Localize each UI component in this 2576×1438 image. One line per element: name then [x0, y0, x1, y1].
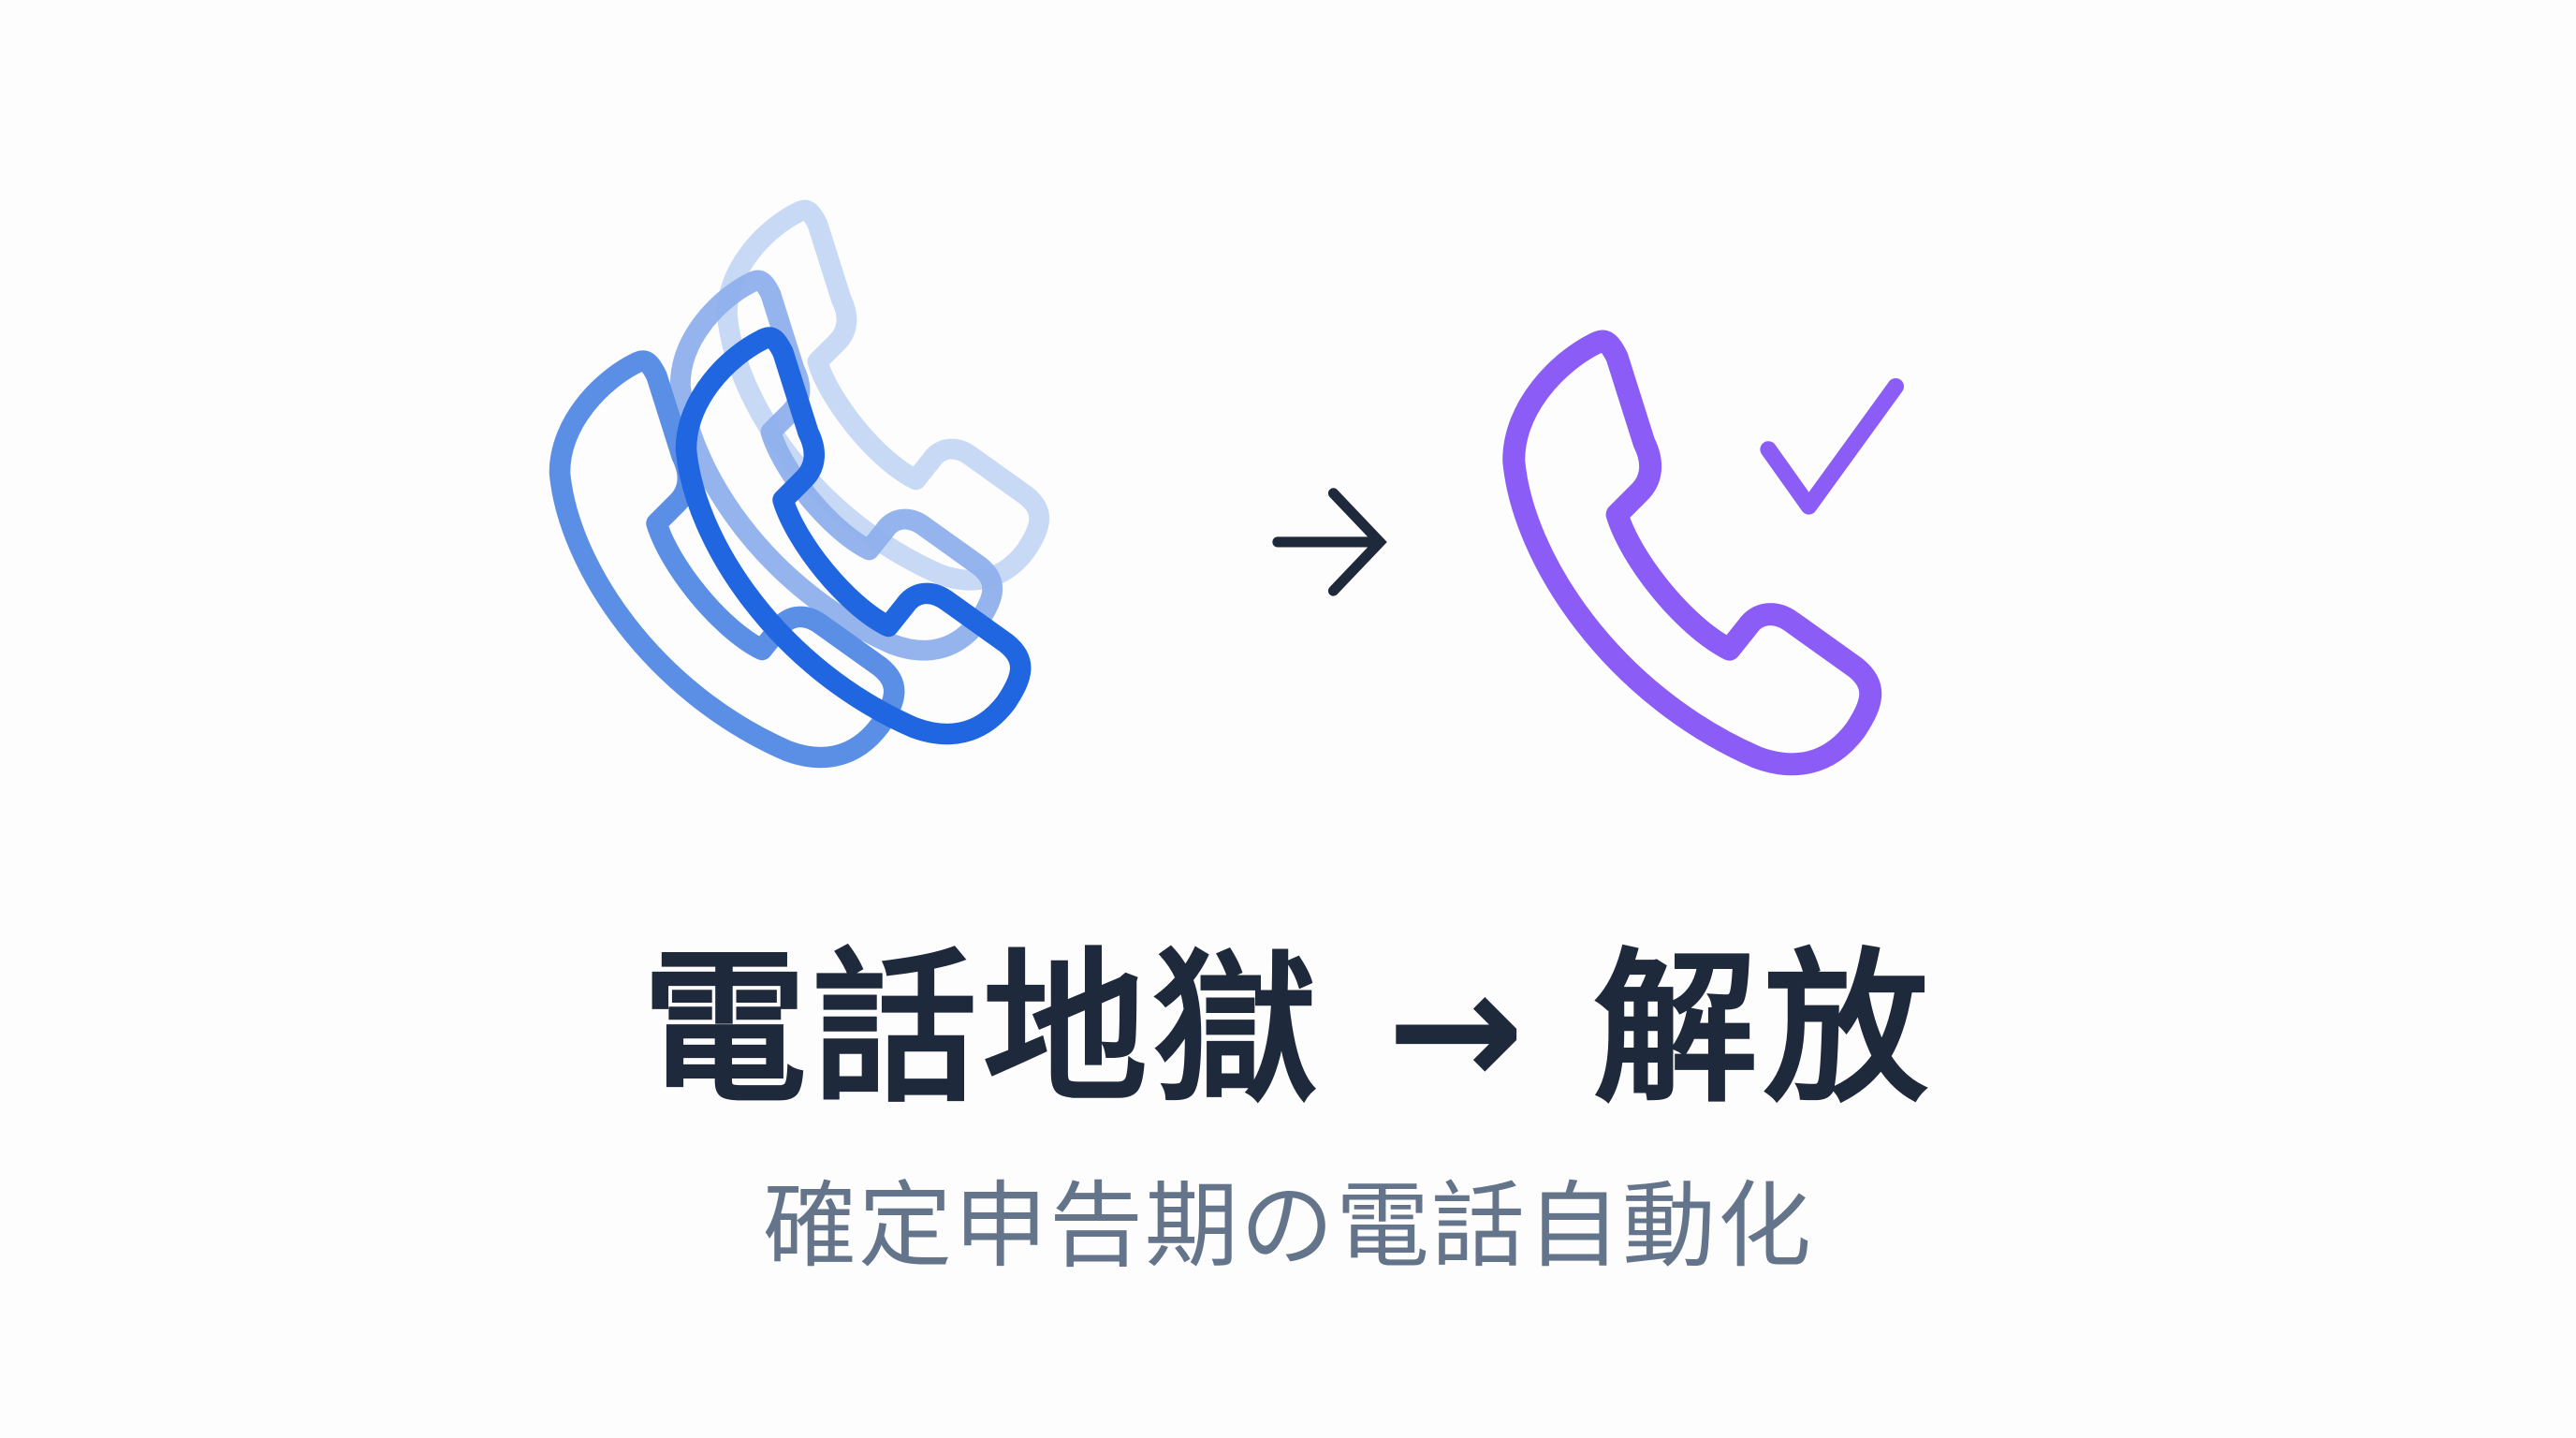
arrow-right-icon — [1272, 488, 1387, 596]
page-title: 電話地獄 → 解放 — [641, 933, 1935, 1125]
stacked-phones-illustration — [524, 197, 1198, 833]
page-subtitle: 確定申告期の電話自動化 — [763, 1171, 1813, 1281]
phone-handset-front-icon — [669, 314, 1090, 754]
checkmark-icon — [1760, 378, 1904, 515]
